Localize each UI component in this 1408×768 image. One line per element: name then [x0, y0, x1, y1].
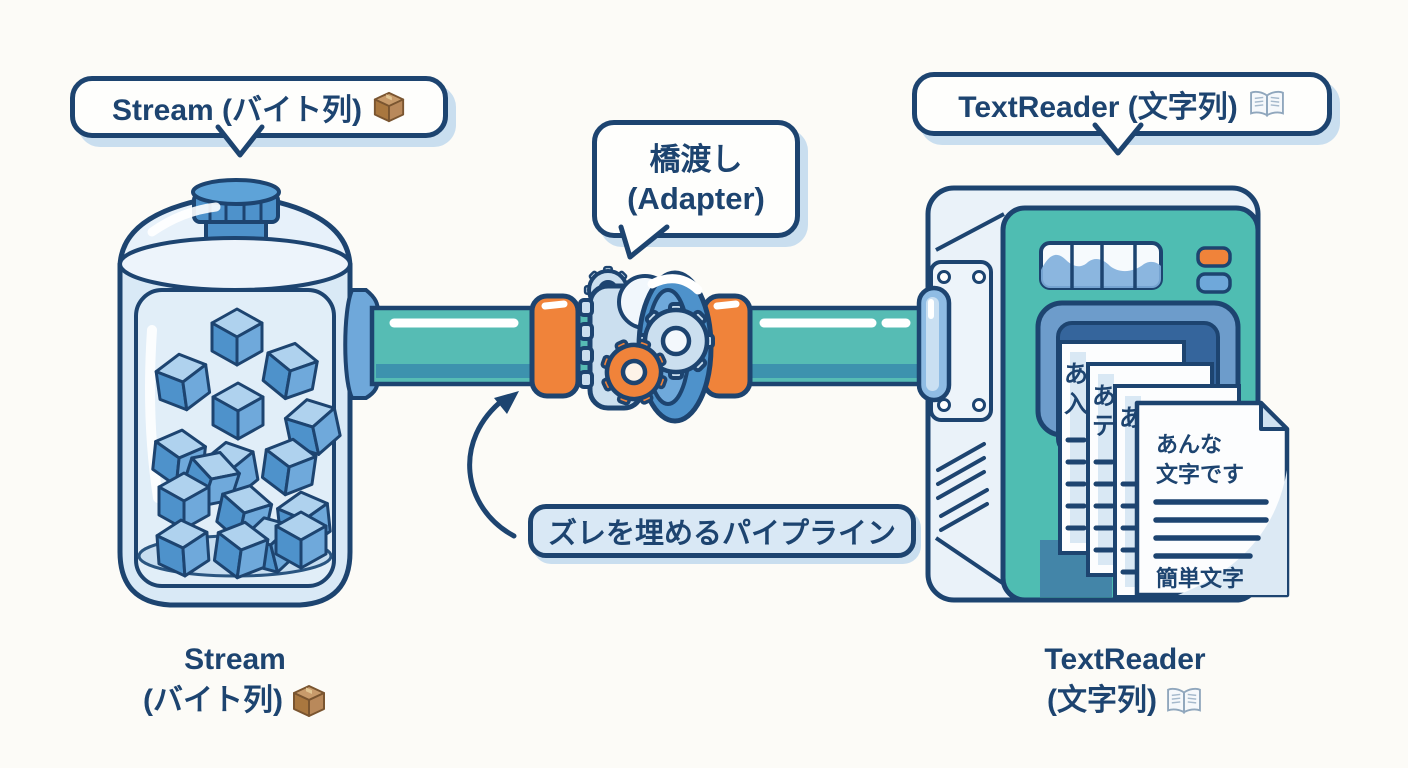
- caption-stream-line2: (バイト列): [143, 683, 283, 717]
- adapter-coupling: [578, 265, 715, 424]
- bubble-adapter-line2: (Adapter): [627, 181, 765, 216]
- blue-button[interactable]: [1196, 272, 1232, 294]
- document-stack: あ 入 あ テ: [1058, 340, 1290, 599]
- caption-textreader-line2: (文字列): [1047, 683, 1157, 717]
- bubble-tail: [1092, 122, 1144, 156]
- bubble-tail: [618, 224, 670, 260]
- flange-right: [701, 293, 753, 399]
- caption-stream-line1: Stream: [184, 643, 286, 676]
- display-dividers: [1070, 243, 1137, 288]
- pipeline-label-text: ズレを埋めるパイプライン: [547, 518, 896, 550]
- doc-text-line1: あんな: [1156, 432, 1222, 457]
- curved-arrow: [467, 391, 519, 539]
- package-icon: [373, 91, 405, 123]
- doc-char: あ: [1092, 383, 1116, 410]
- doc-char: あ: [1064, 361, 1088, 388]
- bubble-adapter: 橋渡し (Adapter): [592, 120, 800, 260]
- flange-left: [529, 293, 581, 399]
- open-book-icon: [1167, 687, 1201, 714]
- caption-stream: Stream (バイト列): [102, 640, 368, 721]
- bubble-adapter-line1: 橋渡し: [649, 141, 743, 177]
- byte-cube: [210, 307, 264, 367]
- document-front: あんな 文字です 簡単文字: [1134, 400, 1290, 598]
- vent-lines: [936, 442, 989, 532]
- ring-highlight: [926, 297, 939, 391]
- bubble-textreader: TextReader (文字列): [912, 72, 1332, 156]
- bubble-textreader-label: TextReader (文字列): [958, 91, 1238, 124]
- byte-cube: [274, 510, 328, 570]
- pipeline-label: ズレを埋めるパイプライン: [528, 504, 916, 558]
- pipe: [343, 265, 952, 424]
- doc-char: 入: [1064, 391, 1088, 418]
- bubble-stream: Stream (バイト列): [70, 76, 448, 158]
- package-icon: [292, 684, 325, 717]
- caption-textreader: TextReader (文字列): [975, 640, 1275, 721]
- gear-orange: [599, 337, 669, 407]
- plate-screws: [937, 270, 986, 412]
- bubble-stream-label: Stream (バイト列): [111, 94, 363, 127]
- byte-jar: [117, 178, 353, 608]
- bubble-tail: [215, 124, 265, 158]
- doc-footer: 簡単文字: [1156, 566, 1244, 591]
- jar-rim: [118, 236, 352, 292]
- caption-textreader-line1: TextReader: [1044, 643, 1206, 676]
- byte-cube: [211, 381, 265, 441]
- open-book-icon: [1249, 90, 1284, 117]
- textreader-machine: あ 入 あ テ: [925, 185, 1290, 603]
- orange-button[interactable]: [1196, 246, 1232, 268]
- band-teeth: [578, 298, 594, 389]
- doc-rules: [1153, 499, 1269, 559]
- doc-char: テ: [1092, 413, 1116, 440]
- doc-text-line2: 文字です: [1156, 462, 1244, 487]
